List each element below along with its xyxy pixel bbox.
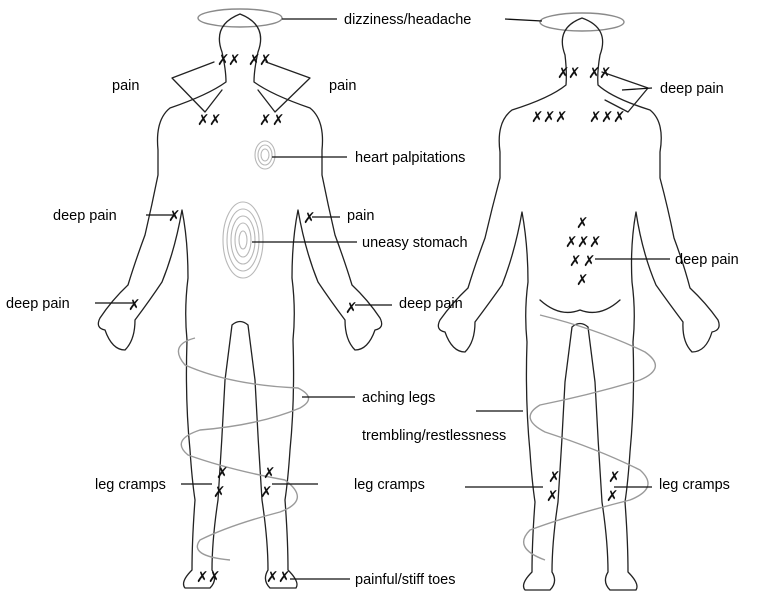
marker: ✗ (576, 214, 589, 232)
marker: ✗ (345, 299, 358, 317)
marker: ✗ (197, 111, 210, 129)
marker: ✗ (196, 568, 209, 586)
marker: ✗ (213, 483, 226, 501)
marker: ✗ (577, 233, 590, 251)
label-dizziness: dizziness/headache (344, 12, 471, 28)
label-leg-cramps-back: leg cramps (659, 477, 730, 493)
marker: ✗ (168, 207, 181, 225)
marker: ✗ (228, 51, 241, 69)
marker: ✗ (543, 108, 556, 126)
front-head-halo (198, 9, 282, 27)
label-deep-pain-back-shoulder: deep pain (660, 81, 724, 97)
back-figure (438, 13, 719, 590)
label-trembling: trembling/restlessness (362, 428, 506, 444)
label-stomach: uneasy stomach (362, 235, 468, 251)
marker: ✗ (576, 271, 589, 289)
marker: ✗ (548, 468, 561, 486)
marker: ✗ (531, 108, 544, 126)
stomach-swirl (223, 202, 263, 278)
leader-lines (95, 19, 670, 579)
back-leg-spiral (524, 315, 656, 560)
marker: ✗ (546, 487, 559, 505)
front-leg-spiral (178, 338, 308, 560)
label-pain-left: pain (112, 78, 139, 94)
label-deep-pain-hand-left: deep pain (6, 296, 70, 312)
marker: ✗ (303, 209, 316, 227)
label-deep-pain-back-spine: deep pain (675, 252, 739, 268)
label-deep-pain-upper-arm: deep pain (53, 208, 117, 224)
leader-dizziness-back (505, 19, 542, 21)
front-neck-band-right (258, 62, 310, 112)
heart-swirl (255, 141, 275, 169)
label-pain-right: pain (329, 78, 356, 94)
label-leg-cramps-front-left: leg cramps (95, 477, 166, 493)
marker: ✗ (569, 252, 582, 270)
marker: ✗ (278, 568, 291, 586)
label-leg-cramps-front-right: leg cramps (354, 477, 425, 493)
label-pain-forearm: pain (347, 208, 374, 224)
marker: ✗ (601, 108, 614, 126)
marker: ✗ (613, 108, 626, 126)
marker: ✗ (208, 568, 221, 586)
symptom-labels: dizziness/headache pain pain heart palpi… (6, 12, 739, 588)
back-head-halo (540, 13, 624, 31)
marker: ✗ (260, 483, 273, 501)
marker: ✗ (128, 296, 141, 314)
label-aching-legs: aching legs (362, 390, 435, 406)
marker: ✗ (272, 111, 285, 129)
marker: ✗ (565, 233, 578, 251)
label-toes: painful/stiff toes (355, 572, 456, 588)
label-heart: heart palpitations (355, 150, 465, 166)
marker: ✗ (599, 64, 612, 82)
back-buttocks-line (540, 300, 620, 312)
marker: ✗ (555, 108, 568, 126)
back-body-outline (438, 18, 719, 590)
marker: ✗ (568, 64, 581, 82)
marker: ✗ (216, 464, 229, 482)
marker: ✗ (259, 51, 272, 69)
marker: ✗ (608, 468, 621, 486)
front-body-outline (98, 14, 381, 588)
marker: ✗ (589, 108, 602, 126)
marker: ✗ (209, 111, 222, 129)
marker: ✗ (266, 568, 279, 586)
front-figure (98, 9, 381, 588)
label-deep-pain-hand-right: deep pain (399, 296, 463, 312)
marker: ✗ (589, 233, 602, 251)
marker: ✗ (259, 111, 272, 129)
marker: ✗ (606, 487, 619, 505)
marker: ✗ (583, 252, 596, 270)
marker: ✗ (263, 464, 276, 482)
